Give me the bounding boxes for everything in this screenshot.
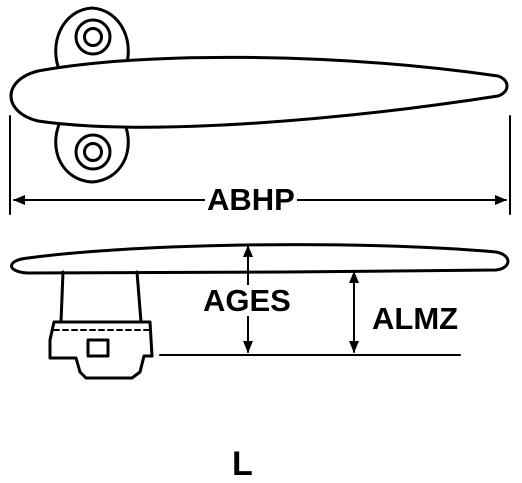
mounting-flange (54, 6, 130, 184)
side-handle-bar (10, 243, 510, 275)
handle-bar (9, 55, 509, 129)
side-view-handle (10, 243, 510, 380)
height-label: AGES (201, 283, 293, 318)
upper-screw-hole-icon (74, 18, 112, 56)
lower-screw-hole-icon (74, 133, 112, 171)
base-height-label: ALMZ (370, 301, 461, 336)
top-view-handle (9, 6, 509, 184)
style-label: L (230, 445, 255, 483)
overall-length-label: ABHP (205, 182, 297, 217)
mounting-base (48, 320, 154, 380)
